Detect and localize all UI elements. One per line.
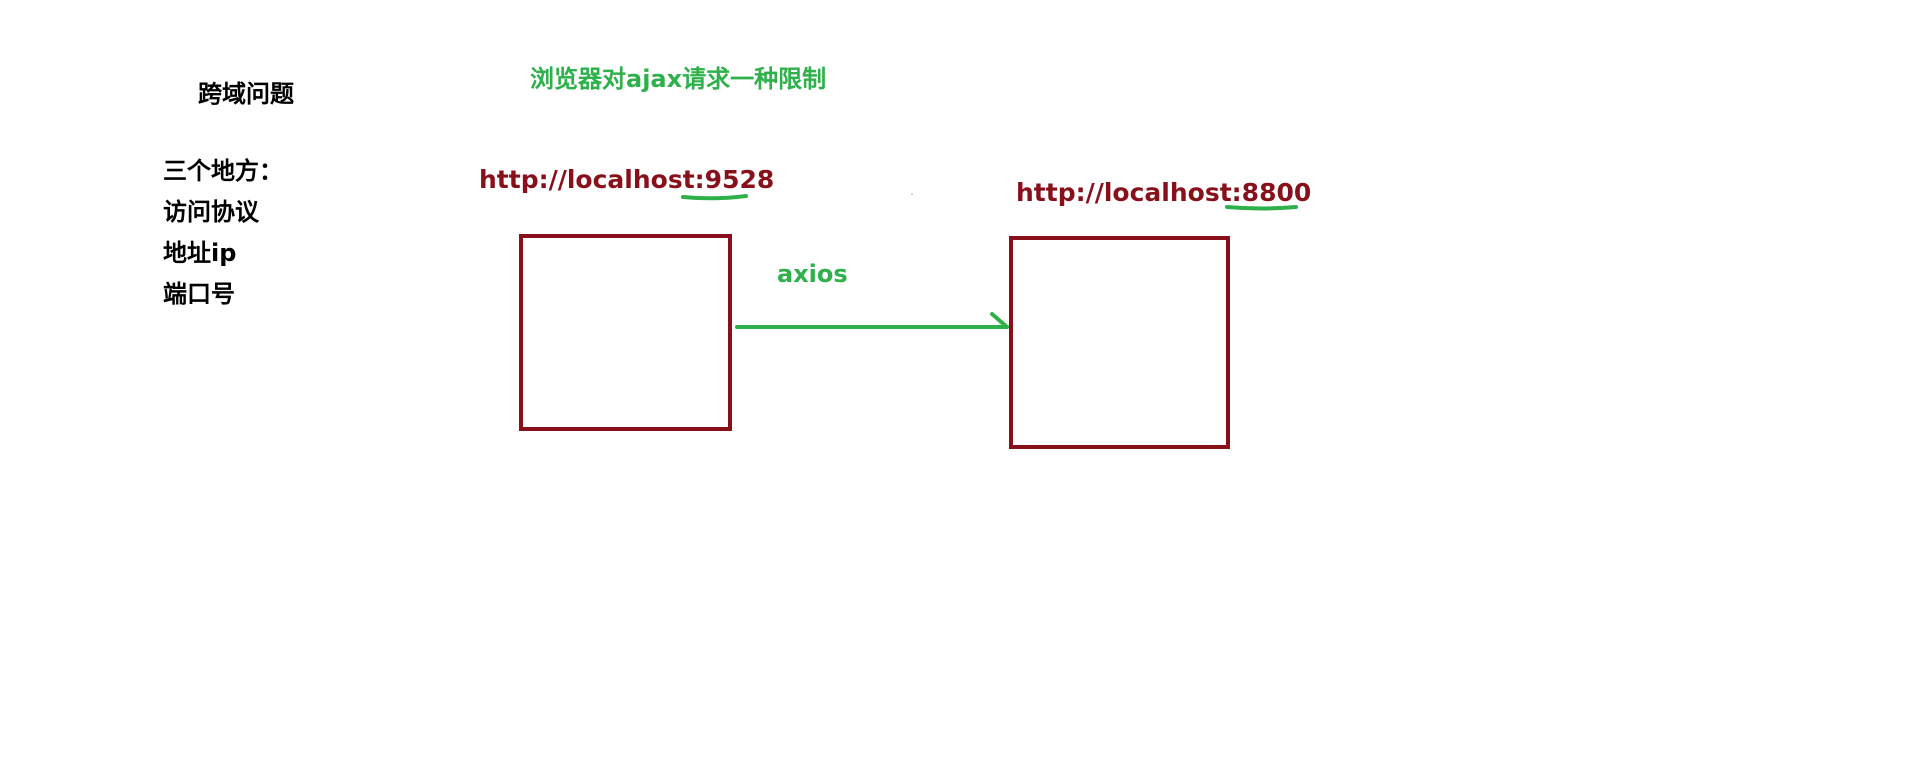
right-node-url: http://localhost:8800	[1016, 180, 1311, 205]
left-node-url: http://localhost:9528	[479, 167, 774, 192]
edge-label: axios	[777, 260, 848, 288]
caption: 浏览器对ajax请求一种限制	[530, 65, 827, 93]
notes-heading: 三个地方：	[163, 157, 283, 185]
note-item-protocol: 访问协议	[163, 198, 259, 226]
left-node-port: 9528	[704, 165, 775, 194]
left-node-box	[519, 234, 732, 431]
axios-arrow-head	[990, 312, 1009, 329]
right-node-port: 8800	[1241, 178, 1312, 207]
diagram-title: 跨域问题	[198, 80, 294, 108]
left-port-underline	[681, 194, 748, 201]
left-node-host: http://localhost:	[479, 165, 705, 194]
note-item-ip: 地址ip	[163, 239, 237, 267]
right-node-box	[1009, 236, 1230, 449]
right-node-host: http://localhost:	[1016, 178, 1242, 207]
canvas-speck	[911, 193, 913, 195]
note-item-port: 端口号	[163, 280, 235, 308]
right-port-underline	[1225, 205, 1298, 211]
